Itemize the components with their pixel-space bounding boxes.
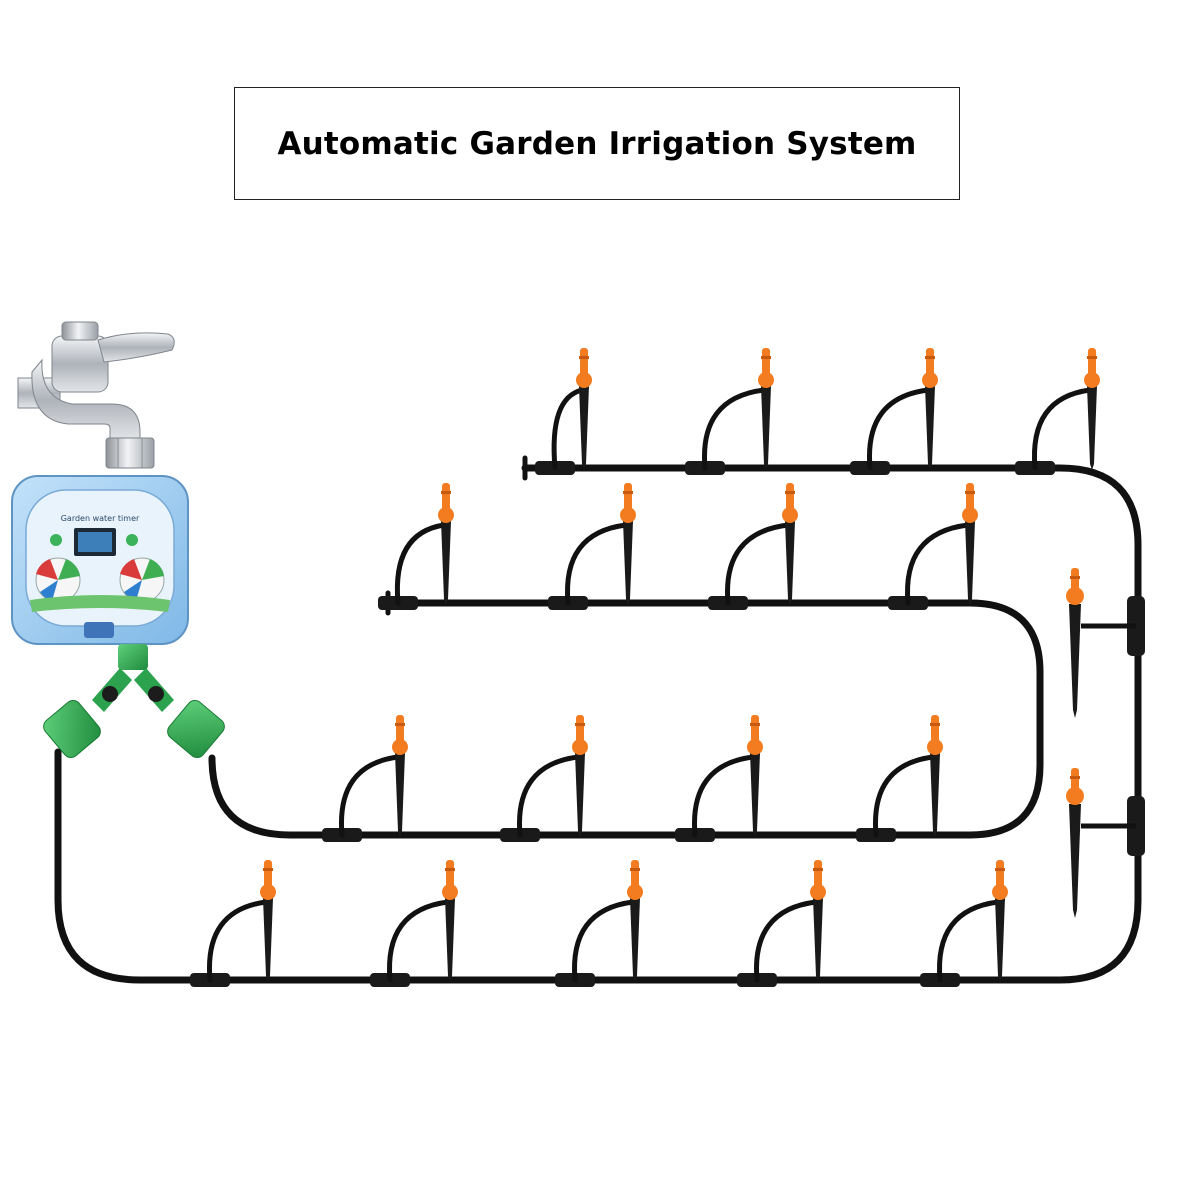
- drip-emitters: [190, 348, 1145, 987]
- water-timer-icon: Garden water timer: [11, 475, 189, 645]
- drip-emitter-icon: [675, 715, 763, 842]
- drip-emitter-icon: [548, 483, 636, 610]
- drip-emitter-icon: [555, 860, 643, 987]
- drip-emitter-icon: [500, 715, 588, 842]
- inner-pipe: [208, 599, 1044, 839]
- diagram-title: Automatic Garden Irrigation System: [277, 125, 917, 162]
- drip-emitter-icon: [888, 483, 978, 610]
- drip-emitter-icon: [1015, 348, 1100, 475]
- drip-emitter-icon: [1066, 568, 1145, 718]
- drip-emitter-icon: [685, 348, 774, 475]
- drip-emitter-icon: [708, 483, 798, 610]
- drip-emitter-icon: [378, 483, 454, 610]
- drip-emitter-icon: [190, 860, 276, 987]
- title-box: Automatic Garden Irrigation System: [234, 87, 960, 200]
- faucet-icon: [17, 321, 175, 469]
- drip-emitter-icon: [370, 860, 458, 987]
- timer-caption: Garden water timer: [61, 514, 140, 523]
- drip-emitter-icon: [737, 860, 826, 987]
- drip-emitter-icon: [322, 715, 408, 842]
- y-splitter-icon: [43, 644, 225, 758]
- drip-emitter-icon: [535, 348, 592, 475]
- drip-emitter-icon: [856, 715, 943, 842]
- outer-pipe: [54, 464, 1142, 984]
- drip-emitter-icon: [920, 860, 1008, 987]
- drip-emitter-icon: [850, 348, 938, 475]
- drip-emitter-icon: [1066, 768, 1145, 918]
